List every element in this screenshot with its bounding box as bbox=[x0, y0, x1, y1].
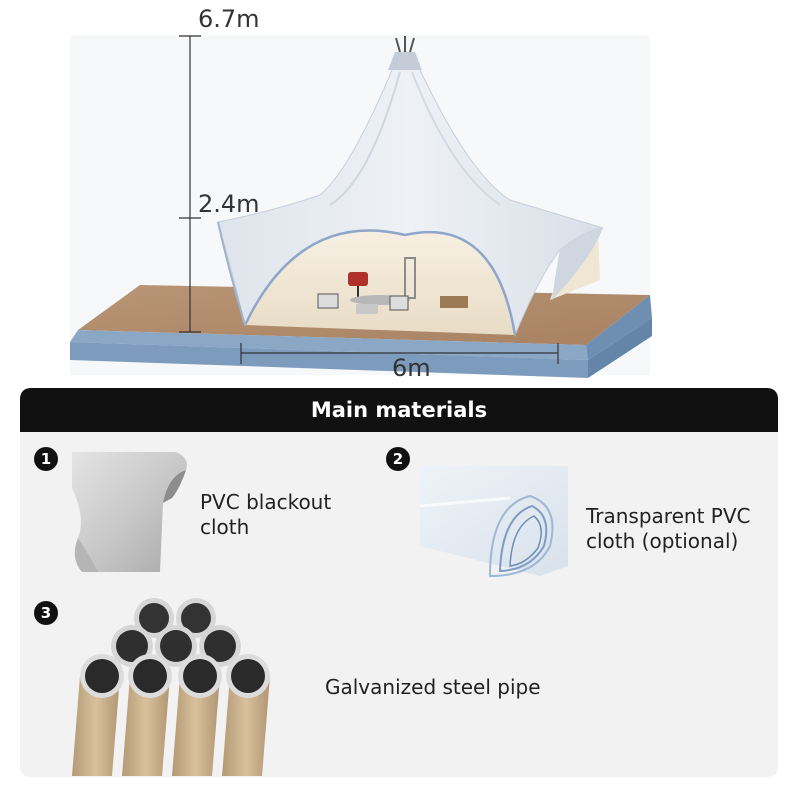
transparent-pvc-cloth-image bbox=[419, 466, 572, 599]
material-2-label: Transparent PVC cloth (optional) bbox=[586, 504, 751, 553]
section-title: Main materials bbox=[310, 398, 488, 422]
tent-hero: 6.7m 2.4m 6m bbox=[0, 0, 800, 385]
materials-panel: Main materials 1 PVC blackout cloth 2 bbox=[20, 388, 778, 777]
tent-interior bbox=[245, 230, 515, 335]
patio-furniture bbox=[317, 257, 468, 314]
width-dimension-line bbox=[240, 343, 559, 364]
height-side-label: 2.4m bbox=[198, 190, 260, 218]
material-3-label: Galvanized steel pipe bbox=[325, 675, 541, 699]
width-label: 6m bbox=[392, 354, 431, 382]
height-top-label: 6.7m bbox=[198, 5, 260, 33]
material-3-badge: 3 bbox=[34, 601, 58, 625]
tent-illustration bbox=[70, 35, 652, 378]
material-1-badge: 1 bbox=[34, 447, 58, 471]
height-dimension-line bbox=[179, 35, 201, 333]
material-2-badge: 2 bbox=[386, 447, 410, 471]
pvc-blackout-cloth-image bbox=[68, 448, 193, 581]
galvanized-steel-pipe-image bbox=[72, 596, 282, 777]
tent-canopy bbox=[217, 36, 604, 337]
materials-header: Main materials bbox=[20, 388, 778, 432]
material-1-label: PVC blackout cloth bbox=[200, 490, 332, 539]
